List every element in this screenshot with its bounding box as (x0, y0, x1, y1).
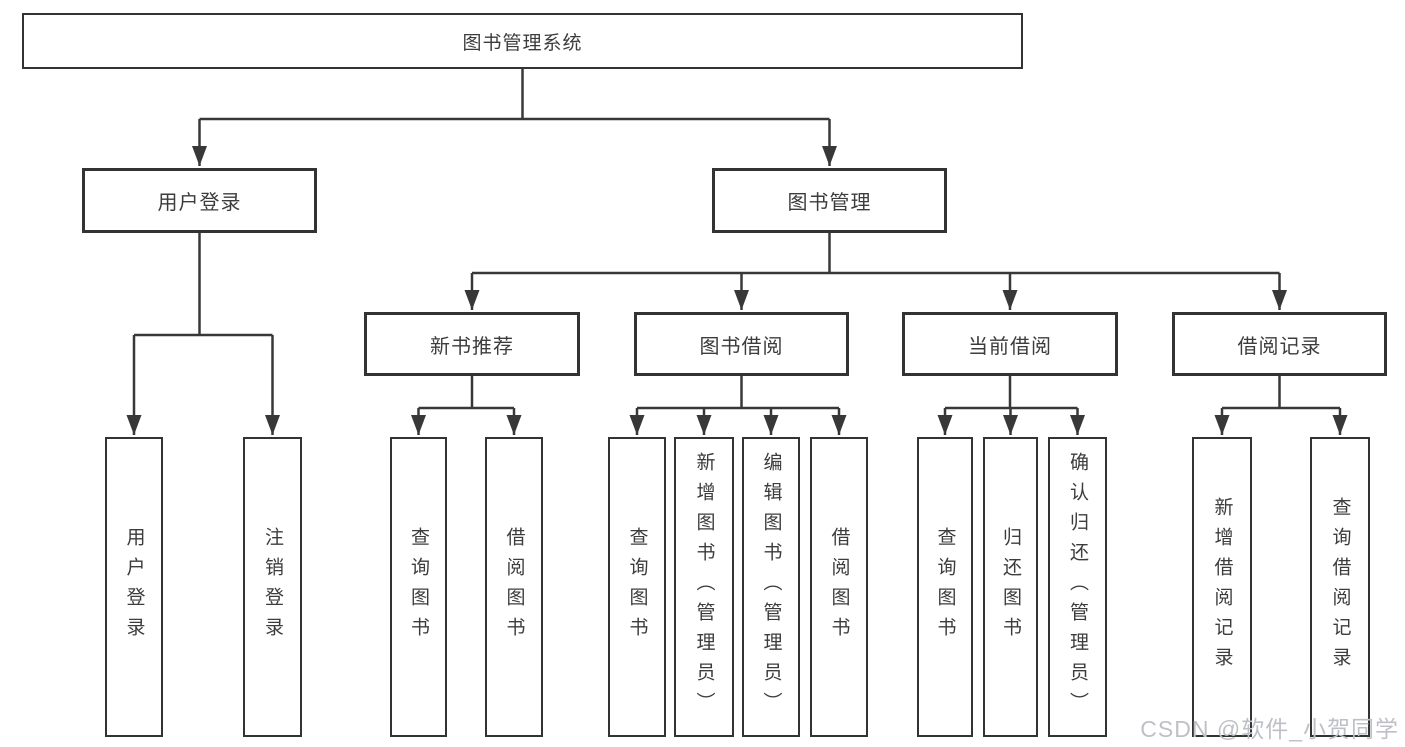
node-add-books-admin: 新增图书（管理员） (674, 437, 734, 737)
node-add-borrow-record: 新增借阅记录 (1192, 437, 1252, 737)
node-borrow-records: 借阅记录 (1172, 312, 1387, 376)
node-book-management: 图书管理 (712, 168, 947, 233)
node-book-borrow: 图书借阅 (634, 312, 849, 376)
leaf-label: 借阅图书 (503, 527, 525, 647)
leaf-label: 查询借阅记录 (1329, 497, 1351, 677)
node-return-books: 归还图书 (983, 437, 1038, 737)
leaf-label: 新增图书（管理员） (693, 452, 715, 722)
node-borrow-books: 借阅图书 (485, 437, 543, 737)
csdn-watermark: CSDN @软件_小贺同学 (1140, 716, 1399, 742)
node-confirm-return-admin: 确认归还（管理员） (1048, 437, 1107, 737)
node-query-borrow-record: 查询借阅记录 (1310, 437, 1370, 737)
leaf-label: 用户登录 (123, 527, 145, 647)
leaf-label: 新增借阅记录 (1211, 497, 1233, 677)
node-query-books: 查询图书 (917, 437, 973, 737)
leaf-label: 查询图书 (626, 527, 648, 647)
node-current-borrow: 当前借阅 (902, 312, 1118, 376)
node-edit-books-admin: 编辑图书（管理员） (742, 437, 800, 737)
leaf-label: 注销登录 (262, 527, 283, 647)
node-borrow-books: 借阅图书 (810, 437, 868, 737)
node-leaf-user-login: 用户登录 (105, 437, 163, 737)
leaf-label: 归还图书 (1000, 527, 1021, 647)
node-query-books: 查询图书 (390, 437, 447, 737)
leaf-label: 编辑图书（管理员） (760, 452, 782, 722)
node-query-books: 查询图书 (608, 437, 666, 737)
node-leaf-logout: 注销登录 (243, 437, 302, 737)
leaf-label: 确认归还（管理员） (1067, 452, 1088, 722)
leaf-label: 查询图书 (408, 527, 429, 647)
leaf-label: 查询图书 (934, 527, 956, 647)
node-user-login-group: 用户登录 (82, 168, 317, 233)
node-new-book-recommend: 新书推荐 (364, 312, 580, 376)
leaf-label: 借阅图书 (828, 527, 850, 647)
node-library-system-root: 图书管理系统 (22, 13, 1023, 69)
